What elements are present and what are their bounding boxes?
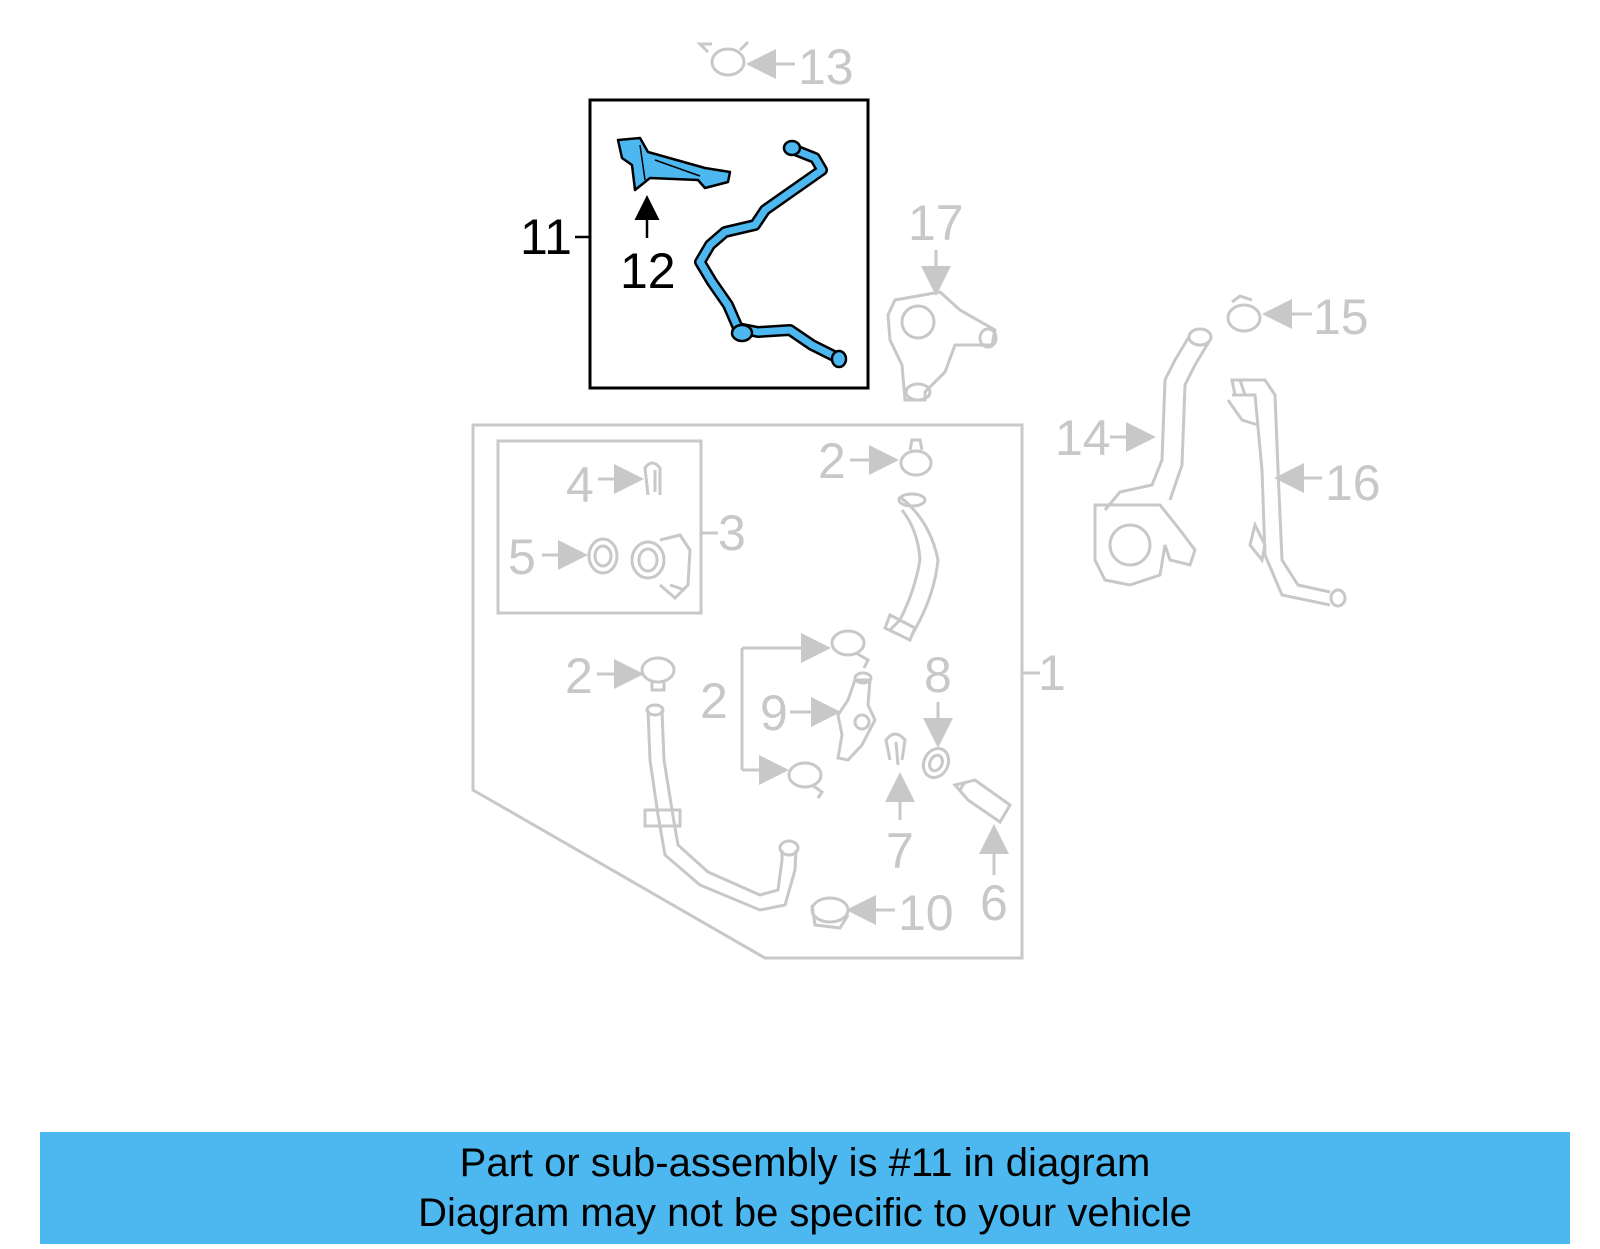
callout-14: 14 bbox=[1055, 410, 1111, 466]
seal-part-5-icon[interactable] bbox=[587, 537, 619, 575]
callout-1: 1 bbox=[1038, 645, 1066, 701]
clamp-part-2-lower-icon[interactable] bbox=[787, 761, 825, 799]
clamp-part-15-icon[interactable] bbox=[1226, 294, 1262, 333]
clamp-part-2-left-icon[interactable] bbox=[640, 656, 676, 692]
callout-2-left: 2 bbox=[565, 648, 593, 704]
callout-16: 16 bbox=[1325, 455, 1381, 511]
pipe-part-1-lower-icon[interactable] bbox=[643, 703, 800, 912]
bracket-part-12-icon[interactable] bbox=[616, 136, 732, 192]
assembly-1-outline bbox=[471, 423, 1024, 960]
banner-line-2: Diagram may not be specific to your vehi… bbox=[418, 1191, 1192, 1235]
clip-part-4-icon[interactable] bbox=[643, 461, 662, 496]
callout-7: 7 bbox=[886, 823, 914, 879]
clamp-part-13-icon[interactable] bbox=[696, 40, 750, 77]
callout-15: 15 bbox=[1313, 289, 1369, 345]
callout-5: 5 bbox=[508, 529, 536, 585]
valve-part-17-icon[interactable] bbox=[886, 290, 998, 402]
clamp-part-2-top-icon[interactable] bbox=[899, 438, 933, 477]
clamp-part-10-icon[interactable] bbox=[810, 896, 850, 930]
callout-2-top: 2 bbox=[818, 433, 846, 489]
banner-line-1: Part or sub-assembly is #11 in diagram bbox=[459, 1141, 1151, 1185]
callout-6: 6 bbox=[980, 875, 1008, 931]
clamp-part-2-upper-icon[interactable] bbox=[830, 629, 870, 669]
hose-part-1-upper-icon[interactable] bbox=[883, 492, 940, 643]
callout-8: 8 bbox=[924, 647, 952, 703]
assembly-11-box bbox=[588, 98, 870, 390]
callout-4: 4 bbox=[566, 457, 594, 513]
assembly-11-group[interactable]: 11 12 bbox=[520, 98, 870, 390]
assembly-3-box bbox=[496, 439, 703, 615]
info-banner: Part or sub-assembly is #11 in diagram D… bbox=[40, 1132, 1570, 1244]
sensor-part-6-icon[interactable] bbox=[952, 778, 1012, 825]
connector-part-9-icon[interactable] bbox=[836, 671, 877, 762]
pipe-part-14-icon[interactable] bbox=[1093, 327, 1213, 587]
callout-2-mid: 2 bbox=[700, 673, 728, 729]
seal-part-8-icon[interactable] bbox=[919, 744, 953, 781]
callout-12: 12 bbox=[620, 243, 676, 299]
callout-17: 17 bbox=[908, 195, 964, 251]
clip-part-7-icon[interactable] bbox=[884, 732, 907, 766]
callout-13: 13 bbox=[798, 39, 854, 95]
elbow-part-3-icon[interactable] bbox=[630, 533, 692, 601]
callout-10: 10 bbox=[898, 885, 954, 941]
callout-9: 9 bbox=[760, 685, 788, 741]
callout-3: 3 bbox=[718, 505, 746, 561]
callout-11: 11 bbox=[520, 209, 572, 265]
